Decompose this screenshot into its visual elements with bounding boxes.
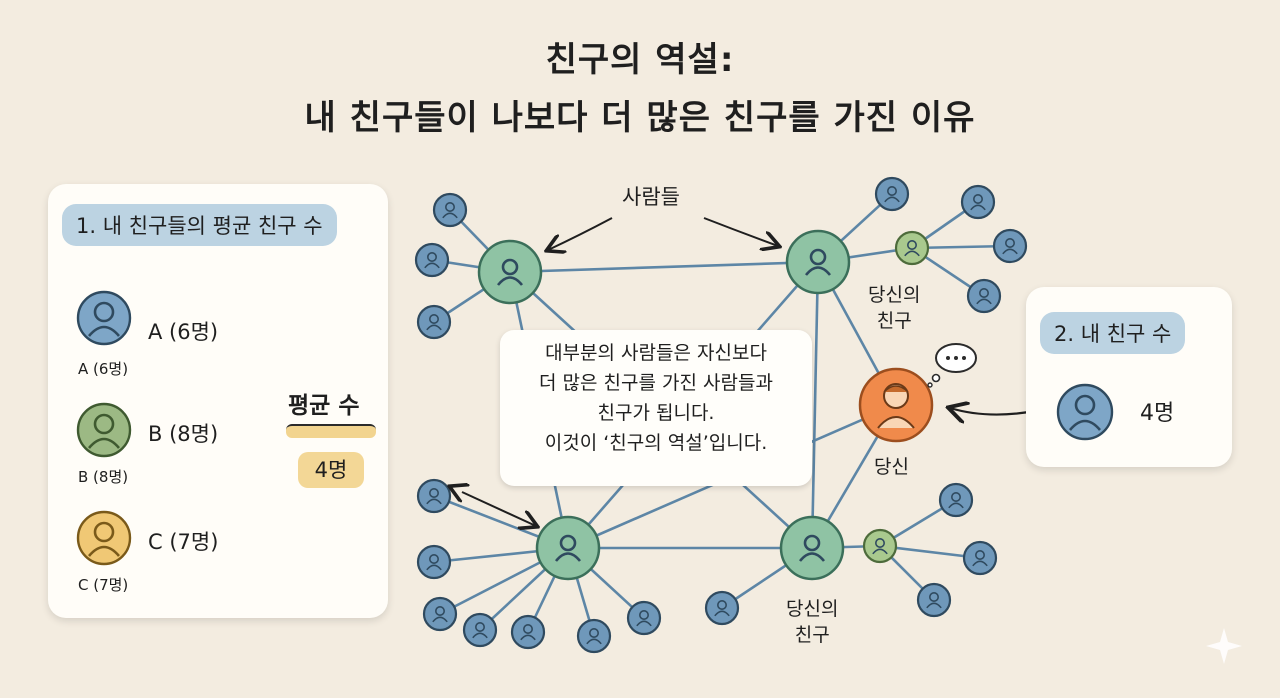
small-friend-node xyxy=(894,230,930,266)
leaf-node xyxy=(462,612,498,648)
explanation-callout: 대부분의 사람들은 자신보다 더 많은 친구를 가진 사람들과 친구가 됩니다.… xyxy=(500,330,812,486)
average-value: 4명 xyxy=(298,452,364,488)
average-label: 평균 수 xyxy=(288,393,360,419)
my-avatar xyxy=(1056,383,1114,445)
callout-line-2: 더 많은 친구를 가진 사람들과 xyxy=(539,372,773,394)
friends-average-heading: 1. 내 친구들의 평균 친구 수 xyxy=(62,204,337,246)
your-friend-label-top-line1: 당신의 xyxy=(868,284,921,306)
friend-caption-c: C (7명) xyxy=(78,576,129,594)
callout-line-3: 친구가 됩니다. xyxy=(597,402,715,424)
leaf-node xyxy=(704,590,740,626)
friend-label-b: B (8명) xyxy=(148,422,219,446)
friend-avatar-c xyxy=(76,510,132,570)
leaf-node xyxy=(422,596,458,632)
leaf-node xyxy=(874,176,910,212)
friend-caption-a: A (6명) xyxy=(78,360,129,378)
my-friend-count: 4명 xyxy=(1140,401,1175,426)
your-friend-label-bottom-line1: 당신의 xyxy=(786,598,839,620)
hub-node xyxy=(785,229,851,295)
your-friend-label-bottom-line2: 친구 xyxy=(794,624,830,646)
small-friend-node xyxy=(862,528,898,564)
page-title-line2: 내 친구들이 나보다 더 많은 친구를 가진 이유 xyxy=(304,98,976,138)
leaf-node xyxy=(510,614,546,650)
leaf-node xyxy=(938,482,974,518)
leaf-node xyxy=(416,304,452,340)
leaf-node xyxy=(960,184,996,220)
leaf-node xyxy=(576,618,612,654)
person-icon xyxy=(1056,383,1114,441)
friend-avatar-b xyxy=(76,402,132,462)
leaf-node xyxy=(992,228,1028,264)
hub-node xyxy=(477,239,543,305)
leaf-node xyxy=(432,192,468,228)
friend-label-c: C (7명) xyxy=(148,530,219,554)
person-icon xyxy=(76,290,132,346)
friend-avatar-a xyxy=(76,290,132,350)
leaf-node xyxy=(916,582,952,618)
my-friends-heading: 2. 내 친구 수 xyxy=(1040,312,1186,354)
friend-label-a: A (6명) xyxy=(148,320,219,344)
person-icon xyxy=(76,510,132,566)
your-friend-label-top: 당신의 친구 xyxy=(868,282,920,334)
leaf-node xyxy=(962,540,998,576)
leaf-node xyxy=(416,478,452,514)
thought-bubble-icon xyxy=(927,343,977,388)
hub-node xyxy=(535,515,601,581)
leaf-nodes xyxy=(414,176,1028,654)
my-friends-panel: 2. 내 친구 수 4명 xyxy=(1026,287,1232,467)
friend-caption-b: B (8명) xyxy=(78,468,129,486)
average-highlight xyxy=(286,424,376,438)
person-icon xyxy=(76,402,132,458)
leaf-node xyxy=(414,242,450,278)
leaf-node xyxy=(626,600,662,636)
leaf-node xyxy=(416,544,452,580)
your-friend-label-bottom: 당신의 친구 xyxy=(786,596,838,648)
arrow-to-hub-left xyxy=(548,217,613,250)
callout-line-1: 대부분의 사람들은 자신보다 xyxy=(545,342,767,364)
double-arrow xyxy=(462,492,536,526)
you-node xyxy=(858,367,934,443)
callout-line-4: 이것이 ‘친구의 역설’입니다. xyxy=(544,432,768,454)
page-title-line1: 친구의 역설: xyxy=(545,40,735,80)
friends-average-panel: 1. 내 친구들의 평균 친구 수 A (6명) A (6명) B (8명) B… xyxy=(48,184,388,618)
hub-node xyxy=(779,515,845,581)
your-friend-label-top-line2: 친구 xyxy=(876,310,912,332)
leaf-node xyxy=(966,278,1002,314)
you-label: 당신 xyxy=(874,456,909,478)
arrow-to-hub-right xyxy=(703,217,778,246)
people-label: 사람들 xyxy=(622,185,680,209)
sparkle-icon xyxy=(1206,628,1242,664)
